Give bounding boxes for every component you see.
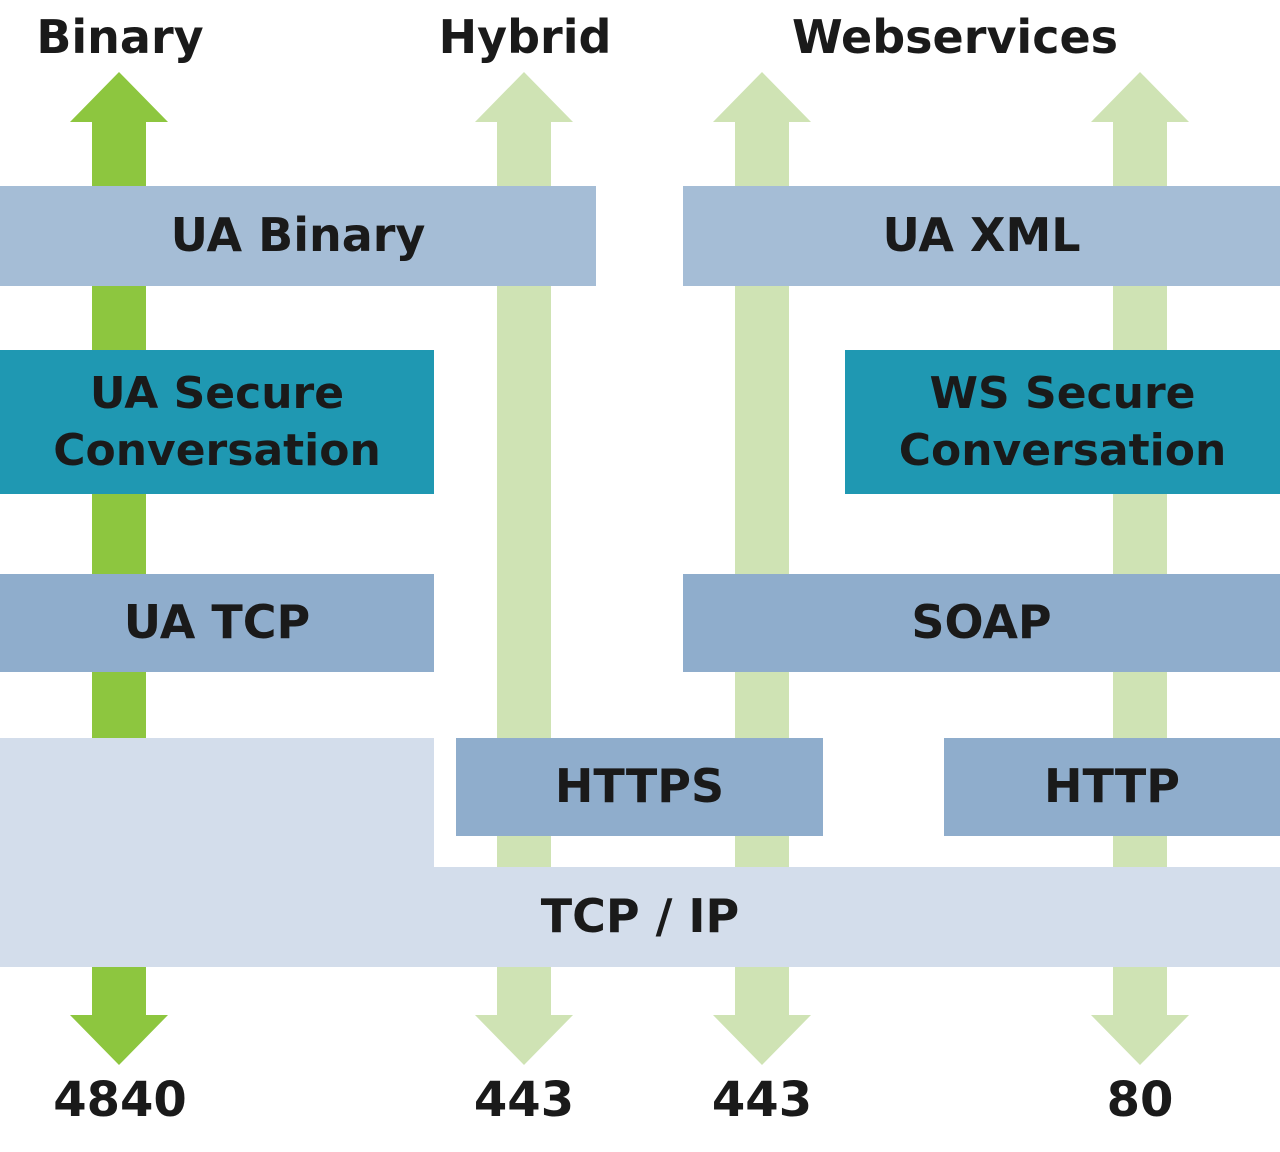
layer-tcp-ip-upper-block <box>0 738 434 868</box>
port-binary: 4840 <box>53 1072 187 1128</box>
layer-ua-binary: UA Binary <box>0 186 596 286</box>
layer-https: HTTPS <box>456 738 823 836</box>
port-hybrid: 443 <box>473 1072 575 1128</box>
layer-ua-tcp: UA TCP <box>0 574 434 672</box>
layer-ua-xml: UA XML <box>683 186 1280 286</box>
layer-soap: SOAP <box>683 574 1280 672</box>
layer-tcp-ip: TCP / IP <box>0 867 1280 967</box>
port-webservices-http: 80 <box>1106 1072 1174 1128</box>
layer-ua-secure-conversation: UA Secure Conversation <box>0 350 434 494</box>
layer-http: HTTP <box>944 738 1280 836</box>
column-label-hybrid: Hybrid <box>438 10 612 64</box>
port-webservices-https: 443 <box>711 1072 813 1128</box>
column-label-binary: Binary <box>36 10 204 64</box>
column-label-webservices: Webservices <box>791 10 1119 64</box>
layer-ws-secure-conversation: WS Secure Conversation <box>845 350 1280 494</box>
